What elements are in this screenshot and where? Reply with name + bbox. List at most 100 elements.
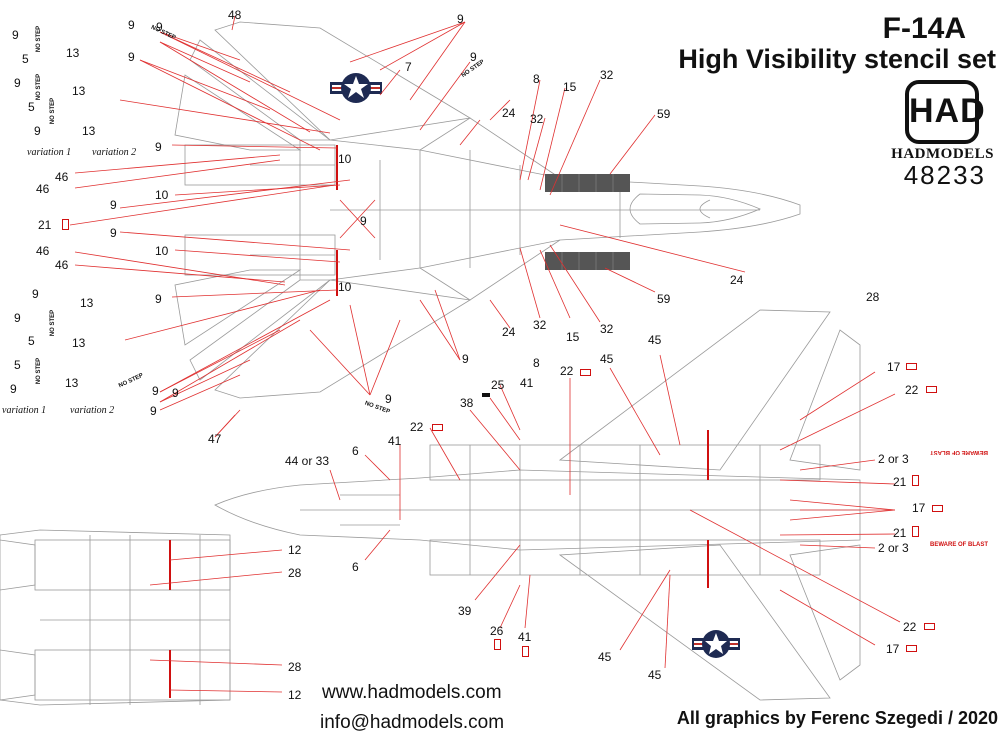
callout-label: 7	[405, 60, 412, 74]
aft-section-detail	[0, 529, 231, 706]
callout-label: 26	[490, 624, 504, 638]
callout-label: 9	[34, 124, 41, 138]
callout-label: 32	[600, 68, 614, 82]
red-placard-icon	[580, 369, 591, 376]
red-placard-icon	[906, 363, 917, 370]
callout-label: 9	[152, 384, 159, 398]
callout-label: 6	[352, 444, 359, 458]
callout-label: 5	[14, 358, 21, 372]
callout-label: 13	[82, 124, 96, 138]
red-placard-icon	[924, 623, 935, 630]
callout-label: 32	[530, 112, 544, 126]
callout-label: 28	[288, 660, 302, 674]
callout-label: 17	[912, 501, 926, 515]
callout-label: 46	[55, 258, 69, 272]
callout-label: 25	[491, 378, 505, 392]
callout-label: 9	[155, 292, 162, 306]
callout-label: 46	[55, 170, 69, 184]
callout-label: 10	[338, 280, 352, 294]
callout-label: 9	[32, 287, 39, 301]
red-placard-icon	[62, 219, 69, 230]
callout-label: 15	[566, 330, 580, 344]
callout-label: 5	[28, 100, 35, 114]
red-placard-icon	[926, 386, 937, 393]
callout-label: 22	[410, 420, 424, 434]
callout-label: 48	[228, 8, 242, 22]
callout-label: 9	[156, 20, 163, 34]
callout-label: 10	[155, 188, 169, 202]
callout-label: 9	[155, 140, 162, 154]
leader-lines	[69, 15, 901, 693]
callout-label: 9	[14, 76, 21, 90]
callout-label: 9	[10, 382, 17, 396]
callout-label: 44 or 33	[285, 454, 330, 468]
callout-label: 28	[288, 566, 302, 580]
red-placard-icon	[494, 639, 501, 650]
callout-label: 15	[563, 80, 577, 94]
callout-label: 9	[110, 226, 117, 240]
page-title: F-14A	[882, 12, 966, 45]
callout-label: 9	[150, 404, 157, 418]
callout-label: 45	[598, 650, 612, 664]
callout-label: 45	[648, 668, 662, 682]
callout-label: 8	[533, 72, 540, 86]
red-placard-icon	[906, 645, 917, 652]
callout-label: 13	[65, 376, 79, 390]
callout-label: 17	[887, 360, 901, 374]
callout-label: 13	[72, 84, 86, 98]
callout-label: 32	[533, 318, 547, 332]
variation-label: variation 2	[92, 147, 137, 158]
callout-label: 17	[886, 642, 900, 656]
credit-text: All graphics by Ferenc Szegedi / 2020	[676, 708, 998, 728]
callout-label: 13	[80, 296, 94, 310]
roundel-bottom	[692, 630, 740, 658]
roundel-top	[330, 73, 382, 103]
callout-label: 9	[470, 50, 477, 64]
callout-label: 13	[72, 336, 86, 350]
callout-label: 21	[38, 218, 52, 232]
callout-label: 9	[128, 50, 135, 64]
callout-label: 22	[903, 620, 917, 634]
callout-label: 8	[533, 356, 540, 370]
callout-label: 9	[457, 12, 464, 26]
no-step-stencil: NO STEP	[36, 73, 43, 101]
website-text: www.hadmodels.com	[322, 682, 502, 703]
callout-label: 9	[385, 392, 392, 406]
callout-label: 5	[22, 52, 29, 66]
callout-label: 6	[352, 560, 359, 574]
had-logo: HAD	[905, 80, 986, 144]
email-text: info@hadmodels.com	[320, 712, 505, 733]
no-step-stencil: NO STEP	[50, 97, 57, 125]
variation-label: variation 1	[2, 405, 47, 416]
bottom-view-aircraft	[214, 309, 861, 701]
red-placard-icon	[432, 424, 443, 431]
callout-label: 41	[518, 630, 532, 644]
callout-label: 24	[502, 106, 516, 120]
callout-label: 59	[657, 107, 671, 121]
callout-label: 46	[36, 244, 50, 258]
no-step-stencil: NO STEP	[36, 25, 43, 53]
red-placard-icon	[912, 475, 919, 486]
brand-name: HADMODELS	[891, 146, 994, 162]
callout-label: 21	[893, 475, 907, 489]
callout-label: 38	[460, 396, 474, 410]
callout-label: 12	[288, 543, 302, 557]
variation-label: variation 1	[27, 147, 72, 158]
page-subtitle: High Visibility stencil set	[678, 44, 996, 74]
callout-label: 32	[600, 322, 614, 336]
callout-label: 47	[208, 432, 222, 446]
logo-text: HAD	[909, 92, 986, 130]
callout-label: 24	[730, 273, 744, 287]
no-step-stencil: NO STEP	[36, 357, 43, 385]
callout-label: 45	[648, 333, 662, 347]
walkway-panels	[545, 174, 630, 270]
callout-label: 10	[338, 152, 352, 166]
callout-label: 24	[502, 325, 516, 339]
callout-label: 39	[458, 604, 472, 618]
callout-label: 21	[893, 526, 907, 540]
product-code: 48233	[903, 160, 986, 190]
callout-label: 22	[905, 383, 919, 397]
beware-of-blast-note: BEWARE OF BLAST	[930, 449, 988, 455]
